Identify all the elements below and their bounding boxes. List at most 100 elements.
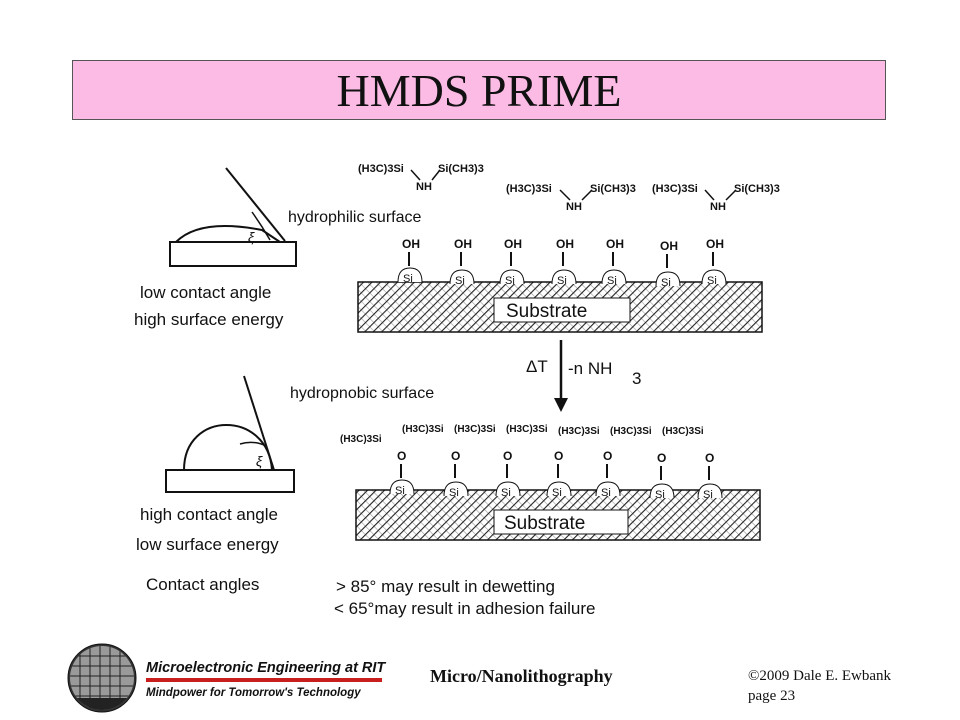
o-label: O — [603, 449, 612, 463]
slide-title: HMDS PRIME — [336, 64, 622, 116]
o-si-group: O Si — [443, 449, 469, 499]
si-label: Si — [607, 275, 617, 287]
hmds-right: Si(CH3)3 — [438, 163, 484, 175]
o-label: O — [397, 449, 406, 463]
bottom-angle-symbol: ξ — [256, 453, 263, 469]
si-label: Si — [505, 275, 515, 287]
substrate-label: Substrate — [506, 301, 587, 322]
top-angle-arc — [251, 211, 271, 241]
oh-group: OH Si — [551, 237, 577, 287]
bottom-surface-block — [165, 469, 295, 493]
byproduct-subscript: 3 — [632, 369, 641, 388]
oh-label: OH — [706, 237, 724, 251]
substrate-label-box — [493, 509, 629, 535]
oh-group: OH Si — [397, 237, 423, 285]
hmds-nh: NH — [416, 181, 432, 193]
hmds-nh: NH — [566, 201, 582, 213]
hmds-molecule: (H3C)3Si Si(CH3)3 NH — [358, 163, 484, 193]
footer-copyright-block: ©2009 Dale E. Ewbank page 23 — [748, 666, 891, 706]
top-caption-1: low contact angle — [140, 283, 271, 302]
bottom-surface-label: hydropnobic surface — [290, 385, 434, 402]
hmds-left: (H3C)3Si — [506, 183, 552, 195]
hmds-left: (H3C)3Si — [652, 183, 698, 195]
si-label: Si — [455, 275, 465, 287]
logo-tagline: Mindpower for Tomorrow's Technology — [146, 687, 361, 699]
top-angle-line — [225, 167, 286, 242]
methyl-label: (H3C)3Si — [610, 426, 652, 437]
o-label: O — [503, 449, 512, 463]
si-label: Si — [403, 273, 413, 285]
logo-red-rule — [146, 678, 382, 682]
rit-logo: Microelectronic Engineering at RIT Mindp… — [67, 643, 386, 713]
oh-group: OH Si — [449, 237, 475, 287]
oh-label: OH — [556, 237, 574, 251]
silylated-groups: (H3C)3Si (H3C)3Si (H3C)3Si (H3C)3Si (H3C… — [340, 424, 723, 501]
top-droplet-illustration: ξ — [169, 167, 297, 267]
bottom-substrate: Substrate — [355, 489, 761, 541]
course-name: Micro/Nanolithography — [430, 666, 613, 686]
bottom-caption-1: high contact angle — [140, 505, 278, 524]
methyl-label: (H3C)3Si — [558, 426, 600, 437]
hmds-left: (H3C)3Si — [358, 163, 404, 175]
top-angle-symbol: ξ — [248, 229, 255, 245]
oh-groups: OH Si OH Si OH Si OH Si OH Si OH Si OH Si — [397, 237, 727, 289]
methyl-label: (H3C)3Si — [454, 424, 496, 435]
substrate-label-box — [493, 297, 631, 323]
o-label: O — [554, 449, 563, 463]
si-label: Si — [661, 277, 671, 289]
bottom-angle-line — [243, 375, 275, 471]
hmds-nh: NH — [710, 201, 726, 213]
methyl-label: (H3C)3Si — [402, 424, 444, 435]
wafer-icon — [67, 643, 137, 713]
reaction-arrow: ΔT -n NH 3 — [526, 340, 641, 412]
substrate-label: Substrate — [504, 513, 585, 534]
top-caption-2: high surface energy — [134, 310, 284, 329]
hmds-molecule: (H3C)3Si Si(CH3)3 NH — [506, 183, 636, 213]
si-label: Si — [703, 489, 713, 501]
o-si-group: O Si — [546, 449, 572, 499]
logo-title: Microelectronic Engineering at RIT — [146, 660, 386, 676]
byproduct-label: -n NH — [568, 359, 612, 378]
top-surface-label: hydrophilic surface — [288, 209, 422, 226]
o-si-group: O Si — [389, 449, 415, 497]
oh-label: OH — [504, 237, 522, 251]
hmds-right: Si(CH3)3 — [734, 183, 780, 195]
methyl-label: (H3C)3Si — [662, 426, 704, 437]
oh-group: OH Si — [655, 239, 681, 289]
o-label: O — [451, 449, 460, 463]
top-substrate: Substrate — [357, 281, 763, 333]
heat-label: ΔT — [526, 357, 548, 376]
hmds-molecule: (H3C)3Si Si(CH3)3 NH — [652, 183, 780, 213]
o-si-group: O Si — [697, 451, 723, 501]
o-si-group: O Si — [649, 451, 675, 501]
hmds-right: Si(CH3)3 — [590, 183, 636, 195]
methyl-label: (H3C)3Si — [340, 434, 382, 445]
o-si-group: OSi — [495, 449, 521, 499]
oh-label: OH — [402, 237, 420, 251]
oh-label: OH — [660, 239, 678, 253]
si-label: Si — [557, 275, 567, 287]
si-label: Si — [395, 485, 405, 497]
o-label: O — [705, 451, 714, 465]
copyright: ©2009 Dale E. Ewbank — [748, 668, 892, 684]
title-bar: HMDS PRIME — [72, 60, 886, 120]
contact-angle-note-2: < 65°may result in adhesion failure — [334, 599, 595, 618]
si-label: Si — [449, 487, 459, 499]
oh-group: OH Si — [499, 237, 525, 287]
contact-angles-label: Contact angles — [146, 575, 259, 594]
page-number: page 23 — [748, 688, 796, 704]
si-label: Si — [601, 487, 611, 499]
si-label: Si — [655, 489, 665, 501]
contact-angle-note-1: > 85° may result in dewetting — [336, 577, 555, 596]
oh-group: OH Si — [601, 237, 627, 287]
si-label: Si — [707, 275, 717, 287]
o-label: O — [657, 451, 666, 465]
oh-label: OH — [606, 237, 624, 251]
methyl-label: (H3C)3Si — [506, 424, 548, 435]
si-label: Si — [552, 487, 562, 499]
oh-label: OH — [454, 237, 472, 251]
oh-group: OH Si — [701, 237, 727, 287]
bottom-angle-arc — [239, 441, 267, 447]
o-si-group: O Si — [595, 449, 621, 499]
